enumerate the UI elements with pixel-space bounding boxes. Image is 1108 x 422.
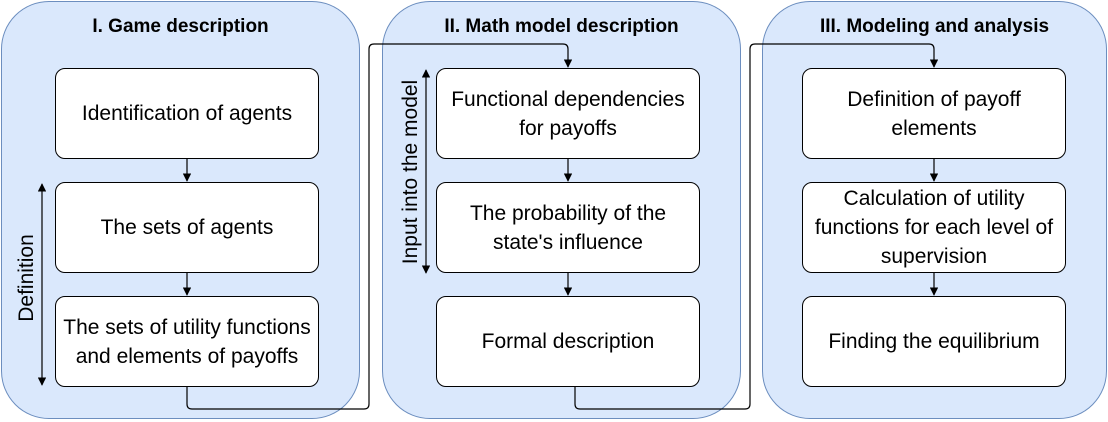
panel-title: II. Math model description [444,16,679,37]
input-into-model-label: Input into the model [399,79,422,265]
box-functional-dependencies: Functional dependencies for payoffs [436,68,700,159]
box-finding-the-equilibrium: Finding the equilibrium [802,296,1066,387]
box-probability-of-state-influence: The probability of the state's influence [436,182,700,273]
box-calculation-of-utility-functions: Calculation of utility functions for eac… [802,182,1066,273]
box-formal-description: Formal description [436,296,700,387]
box-definition-of-payoff-elements: Definition of payoff elements [802,68,1066,159]
definition-label: Definition [15,234,38,322]
box-sets-of-utility-functions: The sets of utility functions and elemen… [55,296,319,387]
box-identification-of-agents: Identification of agents [55,68,319,159]
panel-title: I. Game description [92,16,269,37]
box-sets-of-agents: The sets of agents [55,182,319,273]
panel-title: III. Modeling and analysis [819,16,1050,37]
